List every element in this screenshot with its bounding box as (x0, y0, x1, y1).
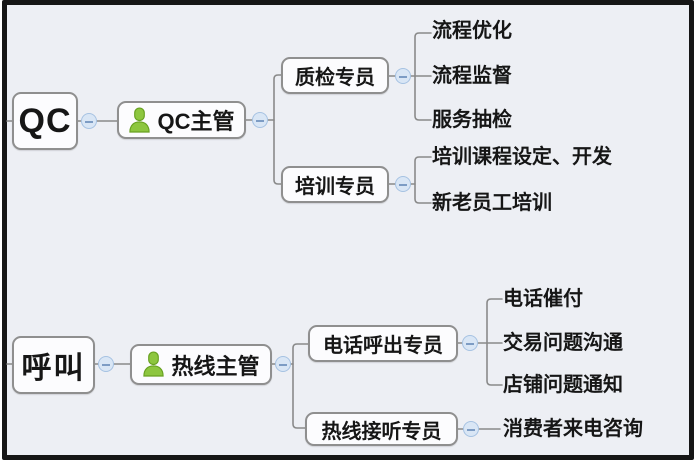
leaf-process-supervision[interactable]: 流程监督 (432, 65, 512, 87)
leaf-payment-reminder[interactable]: 电话催付 (503, 288, 583, 310)
collapse-handle-call-root[interactable] (98, 356, 114, 372)
node-hotline-manager-label: 热线主管 (171, 353, 260, 379)
node-outbound-specialist-label: 电话呼出专员 (323, 335, 443, 357)
collapse-handle-qc-root[interactable] (81, 113, 97, 129)
node-call-root-label: 呼叫 (21, 352, 86, 385)
leaf-transaction-communication[interactable]: 交易问题沟通 (503, 332, 623, 354)
node-qc-root[interactable]: QC (12, 92, 78, 150)
leaf-consumer-inquiry[interactable]: 消费者来电咨询 (503, 418, 643, 440)
node-outbound-specialist[interactable]: 电话呼出专员 (308, 325, 458, 362)
node-training-specialist[interactable]: 培训专员 (281, 166, 389, 203)
leaf-shop-notification[interactable]: 店铺问题通知 (503, 374, 623, 396)
collapse-handle-hotline-manager[interactable] (275, 356, 291, 372)
leaf-service-sampling[interactable]: 服务抽检 (432, 109, 512, 131)
node-qc-manager[interactable]: QC主管 (117, 101, 246, 139)
node-answering-specialist[interactable]: 热线接听专员 (305, 412, 458, 446)
leaf-staff-training[interactable]: 新老员工培训 (432, 192, 552, 214)
leaf-process-optimization[interactable]: 流程优化 (432, 20, 512, 42)
person-icon (143, 351, 165, 377)
node-call-root[interactable]: 呼叫 (12, 336, 95, 394)
collapse-handle-answering-specialist[interactable] (463, 421, 479, 437)
leaf-course-design[interactable]: 培训课程设定、开发 (432, 146, 612, 168)
node-training-specialist-label: 培训专员 (295, 176, 375, 198)
collapse-handle-qc-manager[interactable] (252, 112, 268, 128)
node-quality-inspector-label: 质检专员 (295, 67, 375, 89)
node-qc-root-label: QC (18, 101, 72, 140)
node-qc-manager-label: QC主管 (157, 109, 235, 134)
person-icon (129, 106, 151, 133)
node-quality-inspector[interactable]: 质检专员 (281, 57, 389, 94)
collapse-handle-outbound-specialist[interactable] (462, 335, 478, 351)
node-hotline-manager[interactable]: 热线主管 (130, 344, 272, 385)
node-answering-specialist-label: 热线接听专员 (321, 420, 442, 443)
collapse-handle-quality-inspector[interactable] (395, 68, 411, 84)
collapse-handle-training-specialist[interactable] (395, 176, 411, 192)
